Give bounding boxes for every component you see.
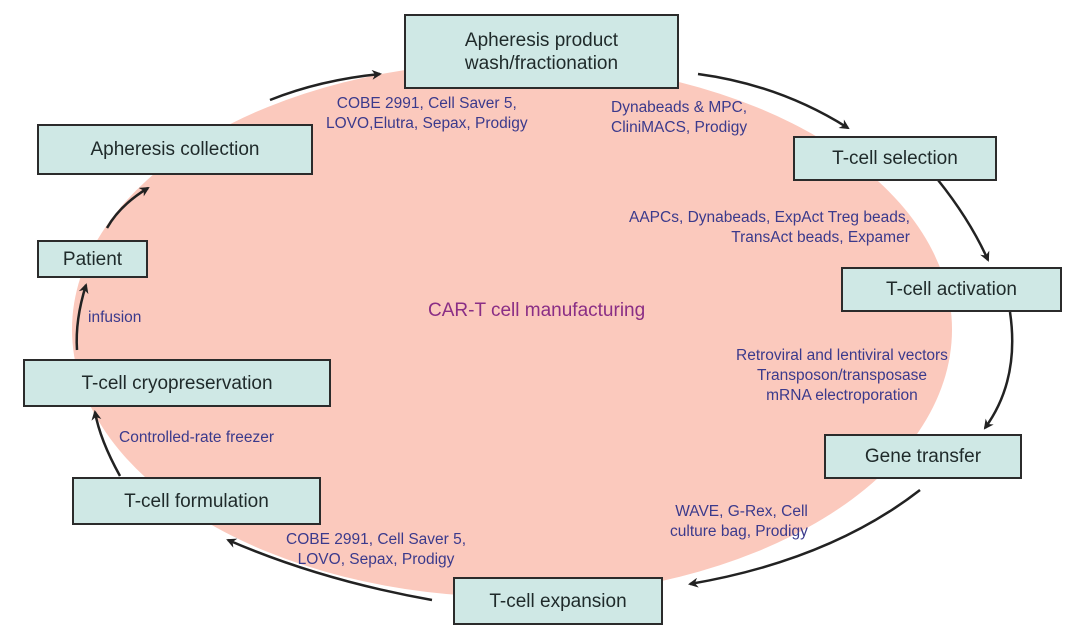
tools-line: LOVO,Elutra, Sepax, Prodigy: [326, 115, 528, 132]
step-activation: T-cell activation: [841, 267, 1062, 312]
tools-infusion: infusion: [88, 309, 142, 326]
tools-gene-transfer: Retroviral and lentiviral vectors Transp…: [736, 346, 948, 406]
step-label: T-cell selection: [832, 148, 958, 169]
step-label: Apheresis collection: [90, 139, 260, 160]
tools-line: Dynabeads & MPC,: [611, 99, 748, 116]
step-expansion: T-cell expansion: [453, 577, 663, 625]
tools-line: TransAct beads, Expamer: [731, 229, 910, 246]
step-apheresis-wash: Apheresis product wash/fractionation: [404, 14, 679, 89]
tools-line: culture bag, Prodigy: [670, 523, 808, 540]
step-label: T-cell activation: [886, 279, 1017, 300]
tools-formulation: COBE 2991, Cell Saver 5, LOVO, Sepax, Pr…: [286, 530, 466, 570]
arrow-selection-to-activation: [937, 179, 990, 262]
tools-line: WAVE, G-Rex, Cell: [675, 503, 808, 520]
tools-wash: COBE 2991, Cell Saver 5, LOVO,Elutra, Se…: [326, 94, 528, 134]
arrow-collection-to-wash: [269, 69, 382, 102]
tools-line: Transposon/transposase: [756, 367, 927, 384]
step-gene-transfer: Gene transfer: [824, 434, 1022, 479]
tools-line: mRNA electroporation: [766, 387, 918, 404]
step-label: T-cell formulation: [124, 490, 269, 512]
step-label: Patient: [62, 248, 123, 270]
tools-activation: AAPCs, Dynabeads, ExpAct Treg beads, Tra…: [629, 208, 910, 248]
step-label: T-cell expansion: [489, 590, 627, 612]
step-selection: T-cell selection: [793, 136, 997, 181]
tools-line: Retroviral and lentiviral vectors: [736, 347, 948, 364]
arrow-wash-to-selection: [697, 72, 850, 130]
arrow-gene-to-expansion: [688, 489, 921, 588]
arrow-cryo-to-patient: [75, 283, 89, 351]
diagram-title: CAR-T cell manufacturing: [428, 300, 646, 321]
step-patient: Patient: [37, 240, 148, 278]
step-apheresis-collection: Apheresis collection: [37, 124, 313, 175]
tools-cryopreservation: Controlled-rate freezer: [119, 429, 275, 446]
step-label: Apheresis product wash/fractionation: [464, 29, 619, 74]
tools-line: COBE 2991, Cell Saver 5,: [286, 531, 467, 548]
step-cryopreservation: T-cell cryopreservation: [23, 359, 331, 407]
arrow-formulation-to-cryo: [91, 410, 122, 477]
tools-line: COBE 2991, Cell Saver 5,: [336, 95, 517, 112]
tools-selection: Dynabeads & MPC, CliniMACS, Prodigy: [611, 98, 747, 138]
arrow-activation-to-gene: [983, 311, 1014, 430]
arrow-patient-to-collection: [105, 186, 150, 229]
step-label: Gene transfer: [864, 446, 982, 467]
tools-line: AAPCs, Dynabeads, ExpAct Treg beads,: [629, 209, 910, 226]
tools-line: CliniMACS, Prodigy: [611, 119, 748, 136]
tools-expansion: WAVE, G-Rex, Cell culture bag, Prodigy: [670, 502, 808, 542]
arrow-expansion-to-formulation: [226, 538, 433, 602]
tools-line: LOVO, Sepax, Prodigy: [297, 551, 455, 568]
step-formulation: T-cell formulation: [72, 477, 321, 525]
step-label: T-cell cryopreservation: [81, 372, 273, 394]
